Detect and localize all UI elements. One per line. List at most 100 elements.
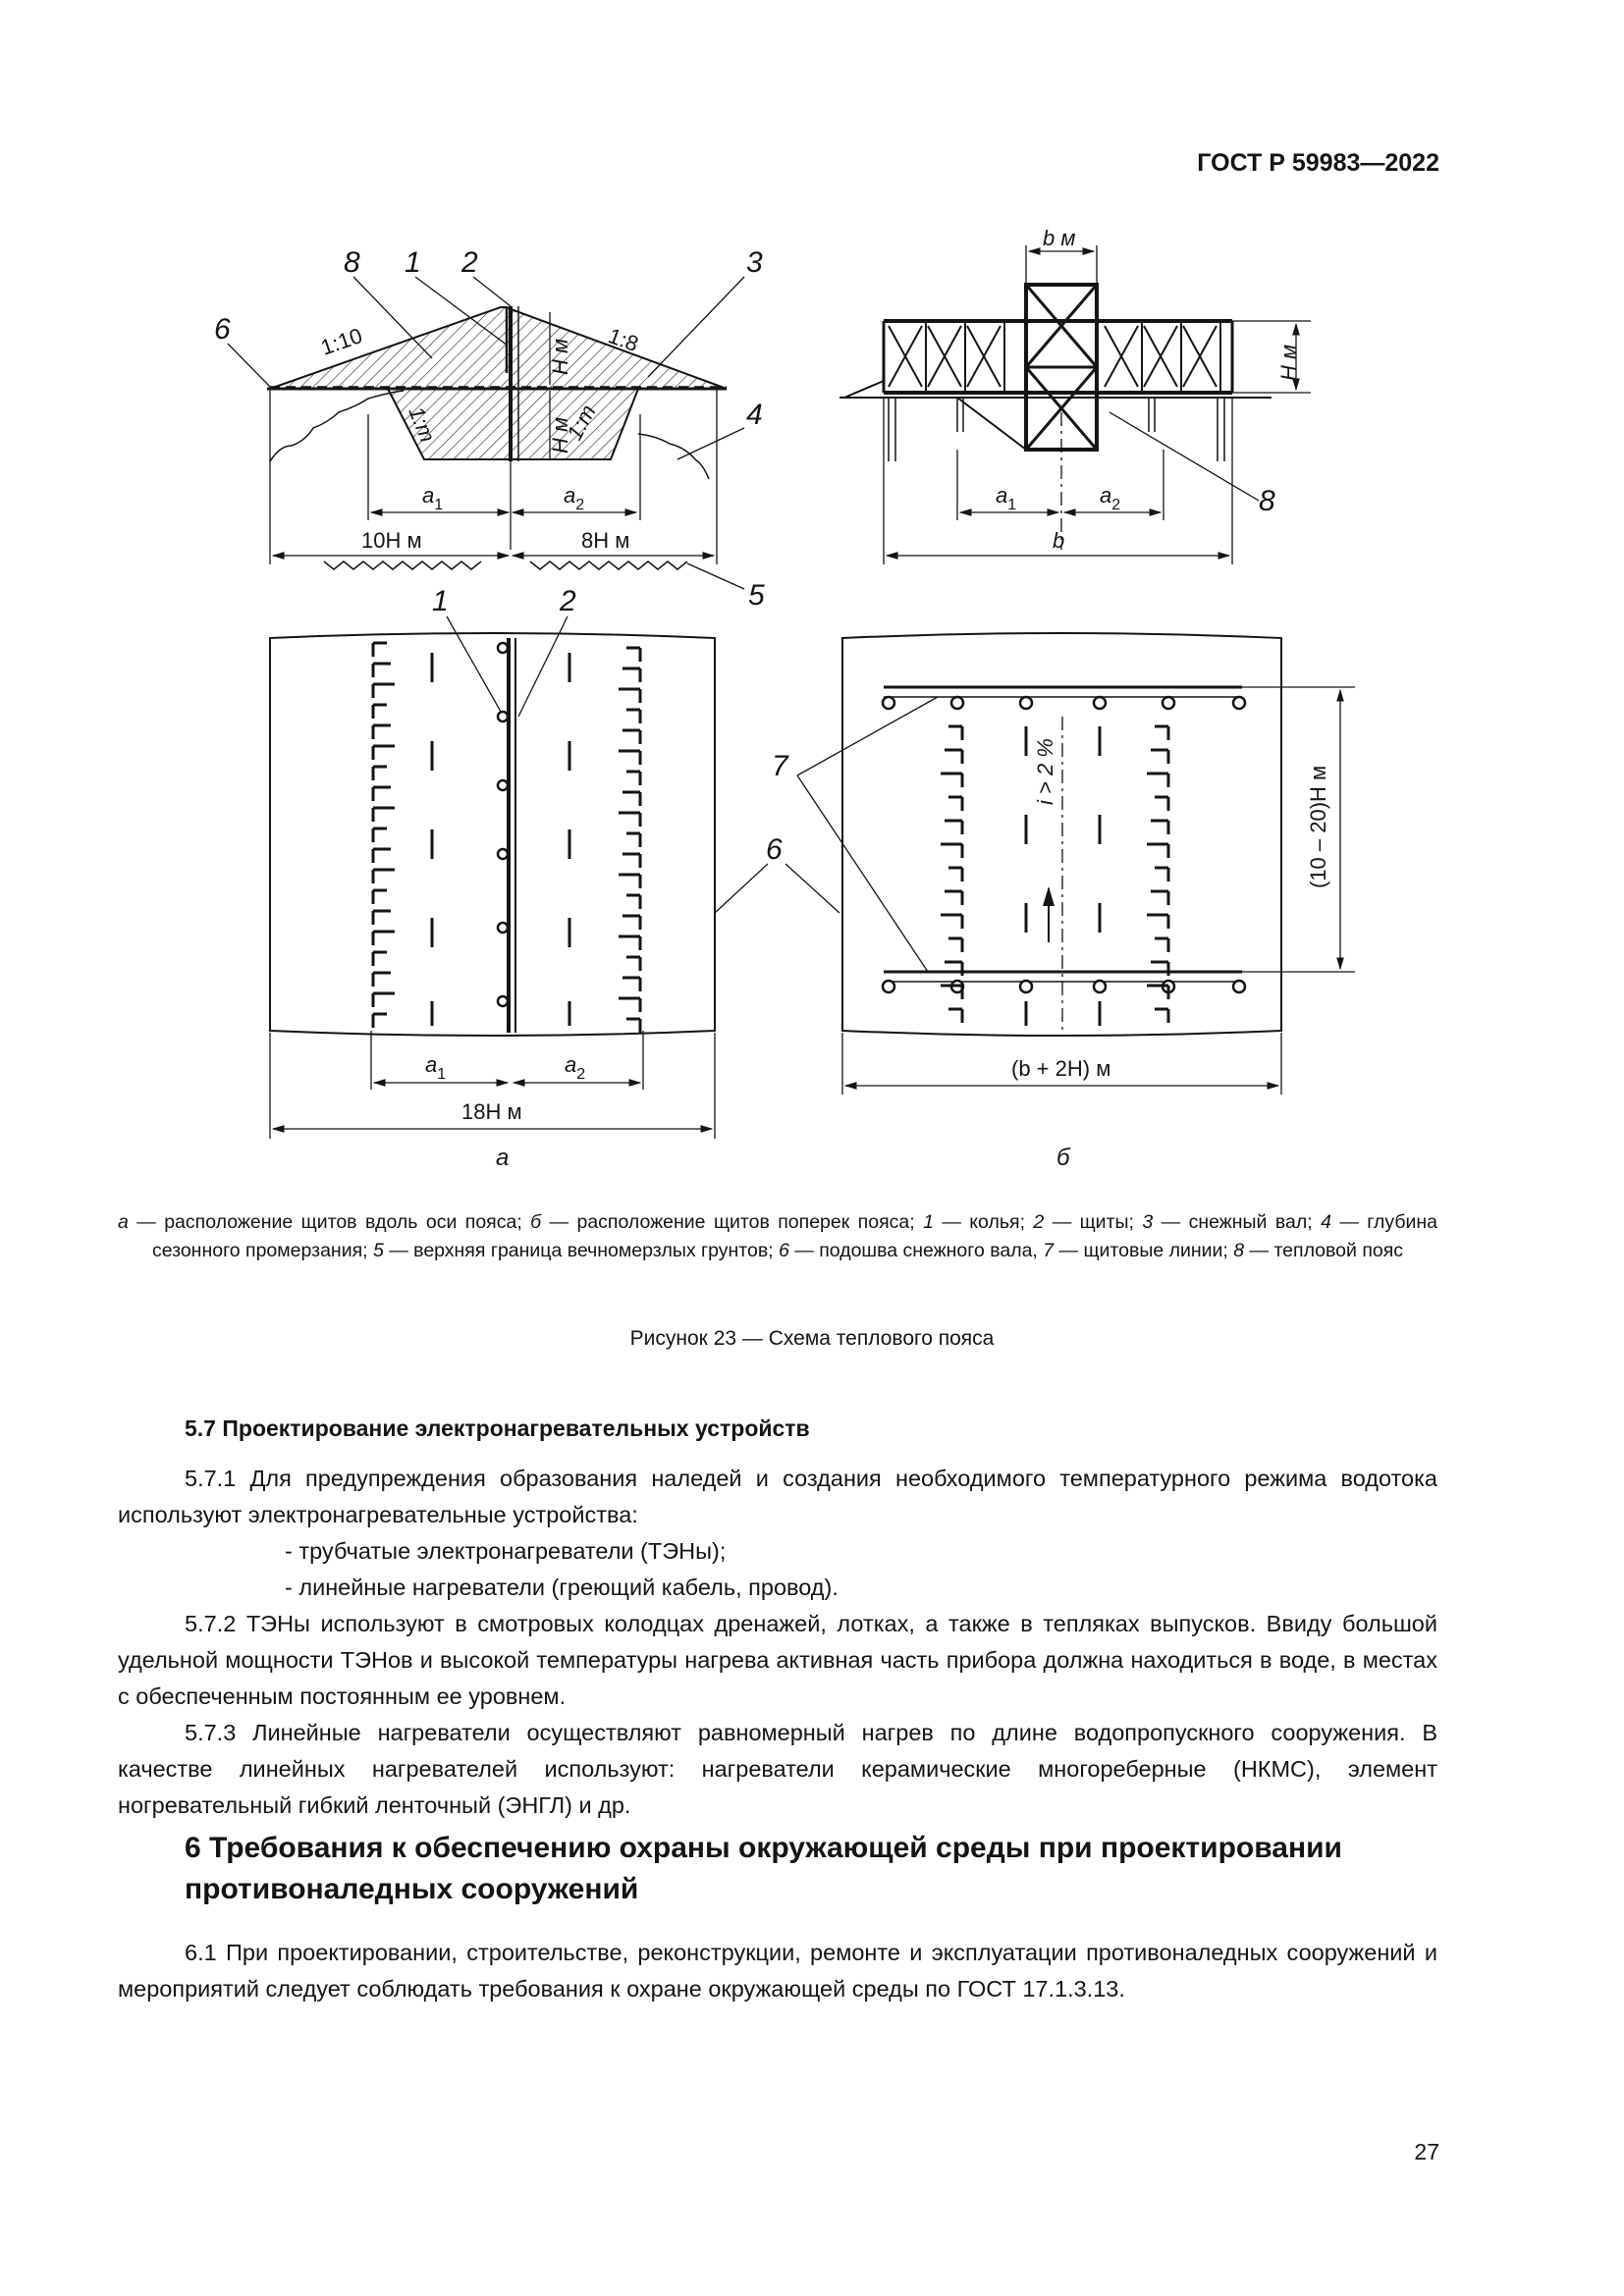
legend-key-9: 8 — [1233, 1240, 1245, 1261]
plan-tick — [1151, 889, 1170, 905]
slope-i-label: i > 2 % — [1033, 738, 1057, 805]
para-5-7-1: 5.7.1 Для предупреждения образования нал… — [118, 1466, 1437, 1527]
plan-tick — [371, 950, 387, 966]
plan-tick — [1147, 772, 1170, 787]
plan-tick — [619, 687, 642, 703]
legend-text-4: — снежный вал; — [1153, 1211, 1322, 1233]
plan-tick — [1151, 819, 1170, 834]
legend-text-1: — расположение щитов поперек пояса; — [541, 1211, 924, 1233]
plan-tick — [371, 703, 387, 719]
plan-tick — [1147, 913, 1170, 929]
para-5-7-3: 5.7.3 Линейные нагреватели осуществляют … — [118, 1720, 1437, 1818]
dim-18h-label: 18Н м — [461, 1099, 522, 1124]
section-5-7-heading: 5.7 Проектирование электронагревательных… — [185, 1415, 810, 1441]
section-6-heading: 6 Требования к обеспечению охраны окружа… — [185, 1832, 1342, 1905]
plan-tick — [626, 708, 642, 723]
fig-label-6: 6 — [214, 313, 231, 346]
legend-text-2: — колья; — [933, 1211, 1034, 1233]
document-header: ГОСТ Р 59983—2022 — [1197, 149, 1439, 177]
height-bottom-label: Н м — [548, 417, 572, 454]
fig-label-1: 1 — [405, 246, 421, 279]
plan-tick — [371, 847, 391, 863]
figure-title: Рисунок 23 — Схема теплового пояса — [629, 1327, 995, 1350]
legend-key-8: 7 — [1043, 1240, 1055, 1261]
plan-tick — [1155, 724, 1170, 740]
plan-tick — [623, 852, 642, 868]
legend-key-4: 3 — [1142, 1211, 1154, 1233]
plan-tick — [371, 991, 395, 1007]
legend-key-7: 6 — [779, 1240, 789, 1261]
dim-10h-label: 10Н м — [361, 528, 422, 553]
fig-label-2a: 2 — [559, 585, 576, 617]
slope-left-label: 1:10 — [317, 323, 365, 360]
fig-label-4: 4 — [746, 399, 763, 431]
plan-tick — [371, 765, 387, 780]
fig-label-8b: 8 — [1259, 485, 1275, 517]
plan-tick — [948, 1007, 964, 1023]
plan-tick — [626, 955, 642, 971]
plan-tick — [1147, 984, 1170, 999]
legend-key-1: б — [530, 1211, 542, 1233]
figure-legend: а — расположение щитов вдоль оси пояса; … — [118, 1208, 1437, 1265]
plan-tick — [1155, 866, 1170, 881]
para-6-1: 6.1 При проектировании, строительстве, р… — [118, 1940, 1437, 2002]
plan-b-labels: 7 6 i > 2 % (10 – 20)Н м (b + 2H) м б — [766, 738, 1330, 1171]
page-number: 27 — [1414, 2139, 1439, 2164]
plan-tick — [626, 770, 642, 785]
plan-tick — [371, 682, 395, 698]
plan-tick — [1155, 1007, 1170, 1023]
legend-text-3: — щиты; — [1044, 1211, 1143, 1233]
legend-text-7: — подошва снежного вала, — [788, 1240, 1044, 1261]
plan-tick — [371, 888, 387, 904]
plan-a-labels: 1 2 a1 a2 18Н м а — [425, 585, 585, 1171]
plan-tick — [619, 934, 642, 950]
height-top-label: Н м — [548, 339, 572, 375]
legend-key-0: а — [118, 1211, 129, 1233]
plan-tick — [1151, 748, 1170, 764]
plan-tick — [371, 641, 387, 657]
plan-tick — [371, 744, 395, 760]
dim-a1c-label: a1 — [425, 1052, 446, 1083]
dim-b2h-label: (b + 2H) м — [1011, 1056, 1110, 1081]
plan-tick — [619, 811, 642, 827]
plan-tick — [623, 728, 642, 744]
plan-b — [714, 632, 1355, 1095]
heat-belt-figure: 6 8 1 2 3 4 5 1:10 1:8 1:m 1:m Н м Н м a… — [214, 226, 1355, 1171]
fig-label-5: 5 — [748, 579, 765, 612]
plan-a — [269, 615, 716, 1139]
plan-tick — [371, 971, 391, 987]
legend-key-2: 1 — [923, 1211, 934, 1233]
dim-10-20h-label: (10 – 20)Н м — [1306, 766, 1330, 888]
legend-text-6: — верхняя граница вечномерзлых грунтов; — [383, 1240, 780, 1261]
plan-tick — [371, 723, 391, 739]
plan-tick — [941, 772, 964, 787]
sub-label-b: б — [1056, 1145, 1071, 1171]
dim-a1b-label: a1 — [996, 483, 1016, 513]
list-item-1: - трубчатые электронагреватели (ТЭНы); — [285, 1538, 727, 1564]
plan-tick — [1147, 842, 1170, 858]
plan-tick — [941, 842, 964, 858]
fig-label-8: 8 — [344, 246, 360, 279]
plan-tick — [623, 976, 642, 991]
legend-text-8: — щитовые линии; — [1054, 1240, 1234, 1261]
plan-tick — [948, 724, 964, 740]
plan-tick — [371, 868, 395, 883]
plan-tick — [945, 960, 964, 976]
plan-tick — [1151, 960, 1170, 976]
plan-tick — [371, 806, 395, 822]
plan-tick — [371, 909, 391, 925]
fig-label-7: 7 — [772, 750, 789, 782]
plan-tick — [948, 936, 964, 952]
plan-tick — [371, 1012, 387, 1028]
legend-key-3: 2 — [1033, 1211, 1045, 1233]
plan-tick — [941, 913, 964, 929]
plan-tick — [948, 866, 964, 881]
legend-text-0: — расположение щитов вдоль оси пояса; — [128, 1211, 531, 1233]
plan-tick — [626, 1017, 642, 1033]
plan-tick — [948, 795, 964, 811]
plan-tick — [626, 831, 642, 847]
plan-tick — [626, 646, 642, 662]
fig-label-6b: 6 — [766, 833, 783, 866]
legend-text-5: — глубина сезонного промерзания; — [151, 1211, 1438, 1261]
fig-label-1a: 1 — [432, 585, 449, 617]
